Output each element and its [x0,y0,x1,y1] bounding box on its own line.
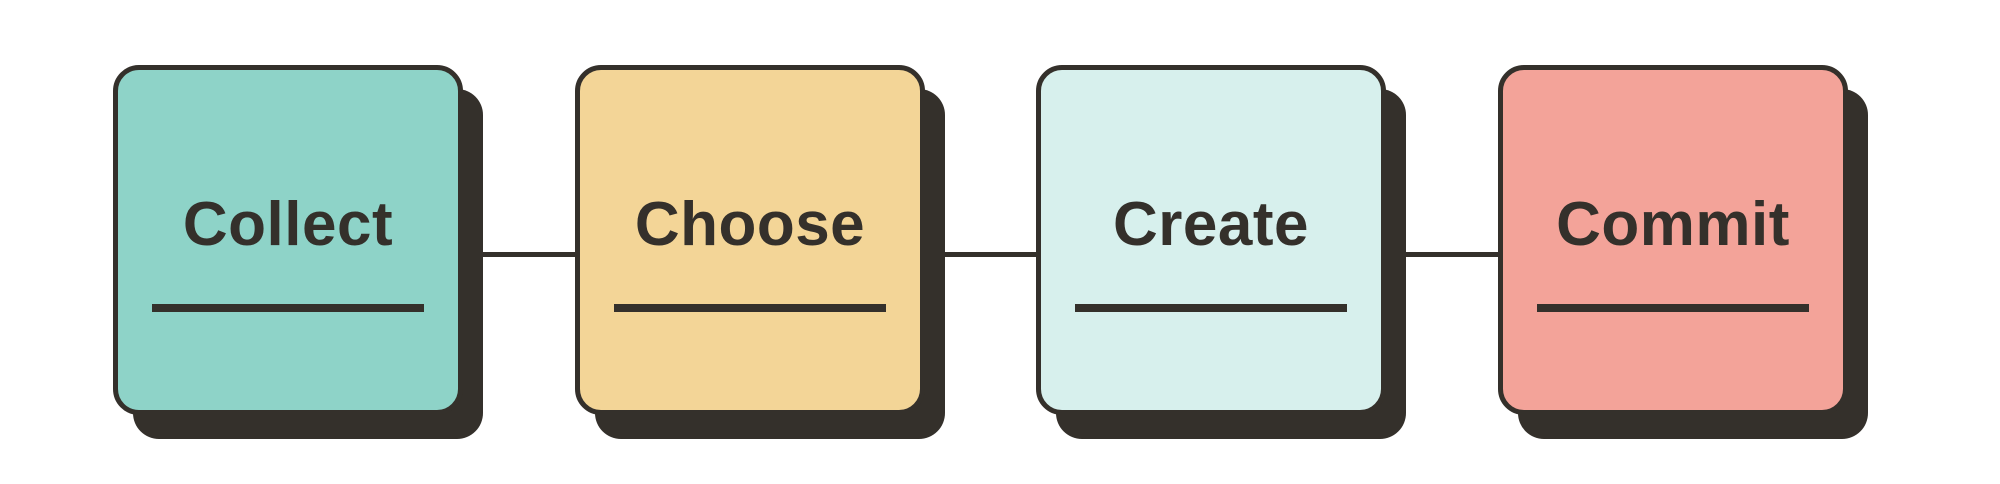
step-card-collect: Collect [113,65,463,415]
connector-line [250,252,1750,257]
step-underline [614,304,886,312]
step-label: Collect [182,190,394,259]
step-label: Create [1113,190,1309,259]
step-label: Commit [1556,190,1790,259]
step-card-choose: Choose [575,65,925,415]
step-label: Choose [634,190,866,259]
step-card-create: Create [1036,65,1386,415]
step-underline [1075,304,1347,312]
step-card-commit: Commit [1498,65,1848,415]
step-underline [1537,304,1809,312]
step-underline [152,304,424,312]
